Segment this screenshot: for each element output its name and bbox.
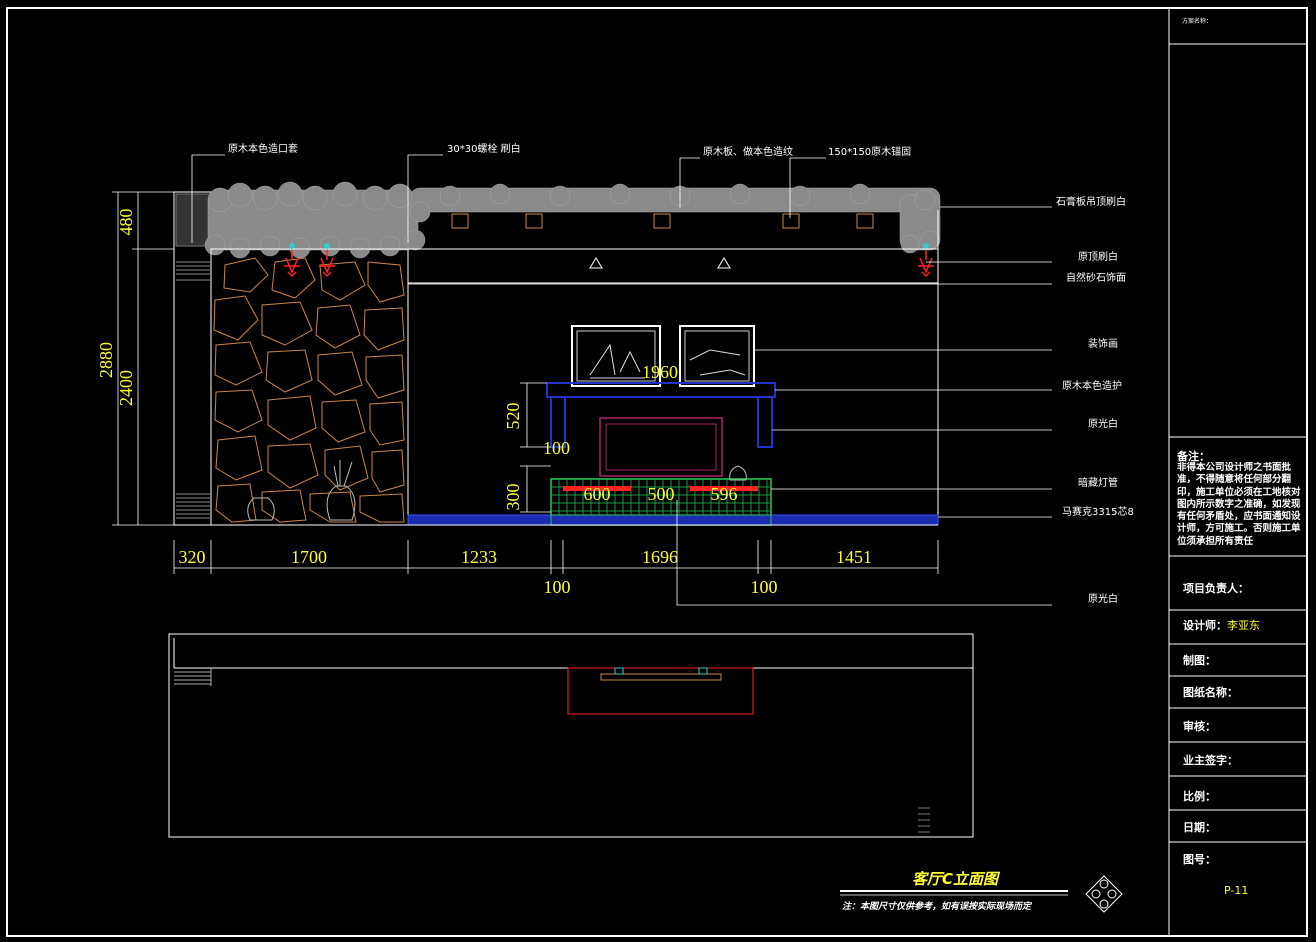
annotation-text: 原木板、做本色造纹	[703, 145, 793, 158]
tv-screen	[599, 417, 723, 477]
sheet-border	[6, 7, 1308, 937]
annotation-text: 30*30螺栓 刷白	[447, 142, 521, 155]
door-frame-texture	[176, 195, 210, 519]
annotation-text: 马赛克3315芯8	[1062, 505, 1134, 518]
dim-text: 320	[179, 547, 206, 567]
drawing-title: 客厅C立面图	[912, 870, 999, 888]
decor-vases	[247, 460, 747, 521]
dim-text: 1960	[642, 362, 678, 382]
annotation-text: 原顶刷白	[1078, 250, 1118, 263]
row-label: 业主签字：	[1183, 754, 1238, 767]
remarks-title: 备注：	[1177, 450, 1210, 463]
row-drafter: 制图：	[1183, 652, 1216, 668]
annotation-text: 自然砂石饰面	[1066, 271, 1126, 284]
row-project-lead: 项目负责人：	[1183, 580, 1249, 596]
dim-text: 1233	[461, 547, 497, 567]
annotation-text: 原光白	[1088, 592, 1118, 605]
annotation-text: 原木本色造口套	[228, 142, 298, 155]
annotation-text: 石膏板吊顶刷白	[1056, 195, 1126, 208]
sheet-number: P-11	[1224, 884, 1249, 897]
dim-text: 100	[544, 577, 571, 597]
project-name-label: 方案名称：	[1182, 18, 1213, 25]
dim-text: 520	[503, 403, 523, 430]
annotation-texts: 原木本色造口套 30*30螺栓 刷白 原木板、做本色造纹 150*150原木锚固…	[228, 142, 1134, 605]
floor-strip	[407, 514, 939, 526]
row-scale: 比例：	[1183, 788, 1216, 804]
row-label: 比例：	[1183, 790, 1216, 803]
elevation-view	[173, 181, 941, 526]
annotation-text: 原木本色造护	[1062, 379, 1122, 392]
painting-sketch	[589, 343, 746, 379]
dimension-texts: 480 2880 2400 520 100 300 320 1700 1233 …	[96, 209, 872, 598]
painting-right	[679, 325, 755, 387]
row-label: 制图：	[1183, 654, 1216, 667]
row-date: 日期：	[1183, 819, 1216, 835]
wood-beams	[451, 213, 874, 229]
drawing-note: 注：本图尺寸仅供参考，如有误按实际现场而定	[842, 902, 1032, 912]
dim-text: 1700	[291, 547, 327, 567]
row-sheet-number: 图号：	[1183, 851, 1216, 867]
painting-left	[571, 325, 661, 387]
annotation-text: 暗藏灯管	[1078, 476, 1118, 489]
cabinet-leg-left	[550, 396, 566, 448]
title-block-grid	[1169, 43, 1307, 843]
annotation-text: 原光白	[1088, 417, 1118, 430]
row-label: 图号：	[1183, 853, 1216, 866]
drawer-red-right	[690, 486, 758, 491]
row-label: 设计师：	[1183, 619, 1227, 632]
dim-text: 1451	[836, 547, 872, 567]
stone-pattern	[213, 257, 405, 523]
annotation-text: 装饰画	[1088, 337, 1118, 350]
title-underline	[840, 890, 1068, 896]
row-drawing-name: 图纸名称：	[1183, 684, 1238, 700]
row-designer: 设计师：李亚东	[1183, 617, 1260, 633]
row-value: 李亚东	[1227, 619, 1260, 632]
ceiling-lamps	[284, 250, 934, 278]
row-owner-signature: 业主签字：	[1183, 752, 1238, 768]
dim-text: 500	[648, 484, 675, 504]
dim-text: 100	[751, 577, 778, 597]
dim-text: 480	[116, 209, 136, 236]
cabinet-leg-right	[757, 396, 773, 448]
dim-text: 100	[543, 438, 570, 458]
dim-text: 2400	[116, 370, 136, 406]
dim-text: 596	[711, 484, 738, 504]
door-top-panel	[175, 193, 211, 247]
dim-text: 600	[584, 484, 611, 504]
row-label: 日期：	[1183, 821, 1216, 834]
row-label: 图纸名称：	[1183, 686, 1238, 699]
company-logo-icon	[1085, 875, 1123, 913]
row-reviewer: 审核：	[1183, 718, 1216, 734]
lamp-caps	[289, 243, 929, 249]
plan-view	[168, 633, 974, 838]
dim-text: 300	[503, 484, 523, 511]
ceiling-cloud	[204, 181, 941, 259]
annotation-text: 150*150原木锚固	[828, 146, 911, 158]
dim-text: 2880	[96, 342, 116, 378]
row-label: 项目负责人：	[1183, 582, 1249, 595]
dimension-lines	[112, 191, 939, 574]
row-label: 审核：	[1183, 720, 1216, 733]
spotlights	[589, 257, 731, 269]
remarks-text: 非得本公司设计师之书面批准，不得随意将任何部分翻印，施工单位必须在工地核对图内所…	[1177, 462, 1301, 547]
dim-text: 1696	[642, 547, 678, 567]
drawer-red-left	[563, 486, 631, 491]
leader-lines	[191, 154, 1052, 606]
